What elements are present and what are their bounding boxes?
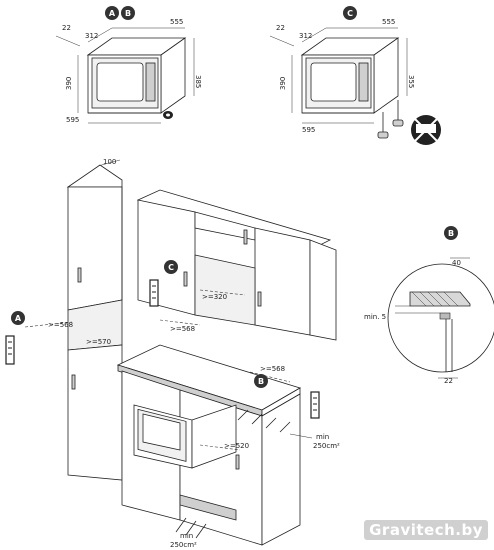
badge-a-top: A <box>105 6 119 20</box>
svg-text:C: C <box>168 263 174 272</box>
badge-c-top: C <box>343 6 357 20</box>
watermark: Gravitech.by <box>364 520 488 540</box>
svg-text:A: A <box>109 9 116 18</box>
dim-568-b: >=568 <box>260 365 285 373</box>
dim-22-right: 22 <box>276 24 285 32</box>
dim-312-right: 312 <box>299 32 312 40</box>
dim-555-left: 555 <box>170 18 183 26</box>
dim-570: >=570 <box>86 338 111 346</box>
dim-22-detail: 22 <box>444 377 453 385</box>
vent-bottom-label-1: min <box>180 532 193 540</box>
no-feet-symbol <box>411 115 441 145</box>
badge-a-kitchen: A <box>11 311 25 325</box>
dim-385-left: 385 <box>194 75 202 88</box>
badge-b-kitchen: B <box>254 374 268 388</box>
dim-min5-detail: min. 5 <box>364 313 386 321</box>
microwave-c-diagram: C 22 312 555 390 355 595 <box>269 6 441 145</box>
vent-top-label-1: min <box>316 433 329 441</box>
dim-320: >=320 <box>202 293 227 301</box>
dim-40-detail: 40 <box>452 259 461 267</box>
vent-top-label-2: 250cm² <box>313 442 340 450</box>
dim-390-left: 390 <box>65 77 73 90</box>
airflow-arrows-top <box>237 409 291 433</box>
svg-text:B: B <box>258 377 264 386</box>
vent-marker-c <box>149 279 159 307</box>
svg-text:A: A <box>15 314 22 323</box>
dim-390-right: 390 <box>279 77 287 90</box>
dim-520: >=520 <box>224 442 249 450</box>
vent-marker-b <box>310 391 320 419</box>
airflow-arrows-bottom <box>175 517 207 539</box>
detail-b-diagram: B 40 min. 5 22 <box>364 226 494 385</box>
badge-b-detail: B <box>444 226 458 240</box>
svg-text:B: B <box>125 9 131 18</box>
dim-555-right: 555 <box>382 18 395 26</box>
dim-568-c: >=568 <box>170 325 195 333</box>
dim-595-left: 595 <box>66 116 79 124</box>
vent-marker-a <box>5 335 15 365</box>
vent-bottom-label-2: 250cm² <box>170 541 197 549</box>
kitchen-diagram: 100 >=568 >=570 A >=320 >=568 C <box>5 158 340 549</box>
badge-b-top: B <box>121 6 135 20</box>
dim-595-right: 595 <box>302 126 315 134</box>
svg-text:B: B <box>448 229 454 238</box>
dim-312-left: 312 <box>85 32 98 40</box>
dim-355-right: 355 <box>407 75 415 88</box>
dim-22-left: 22 <box>62 24 71 32</box>
dim-100: 100 <box>103 158 116 166</box>
dim-568-a: >=568 <box>48 321 73 329</box>
badge-c-kitchen: C <box>164 260 178 274</box>
microwave-ab-diagram: A B 22 312 555 390 385 595 <box>55 6 202 124</box>
svg-text:C: C <box>347 9 353 18</box>
